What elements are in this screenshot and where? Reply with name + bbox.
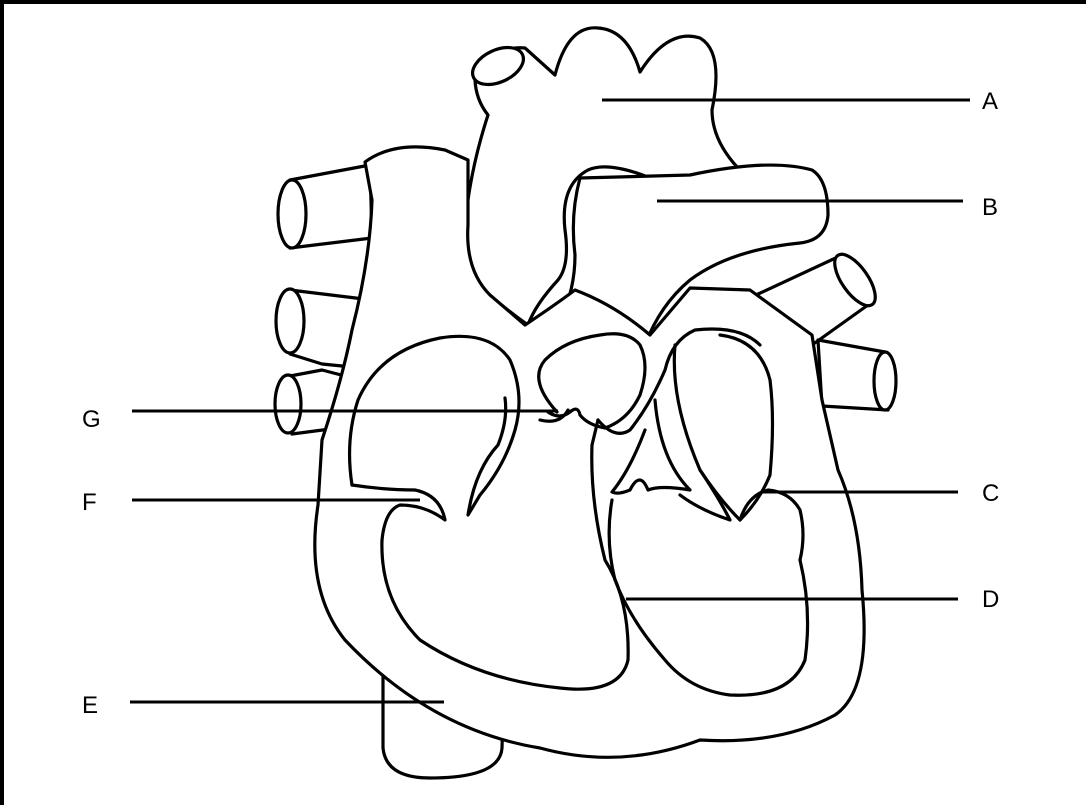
left-lower-vessel-opening xyxy=(874,352,896,410)
right-upper-vessel-opening xyxy=(278,180,306,248)
label-b: B xyxy=(982,194,998,221)
label-g: G xyxy=(82,406,101,433)
right-middle-vessel-opening xyxy=(276,289,304,353)
label-a: A xyxy=(982,88,998,115)
label-f: F xyxy=(82,489,97,516)
label-c: C xyxy=(982,480,999,507)
label-d: D xyxy=(982,586,999,613)
right-lower-vessel-opening xyxy=(275,375,301,433)
label-e: E xyxy=(82,692,98,719)
